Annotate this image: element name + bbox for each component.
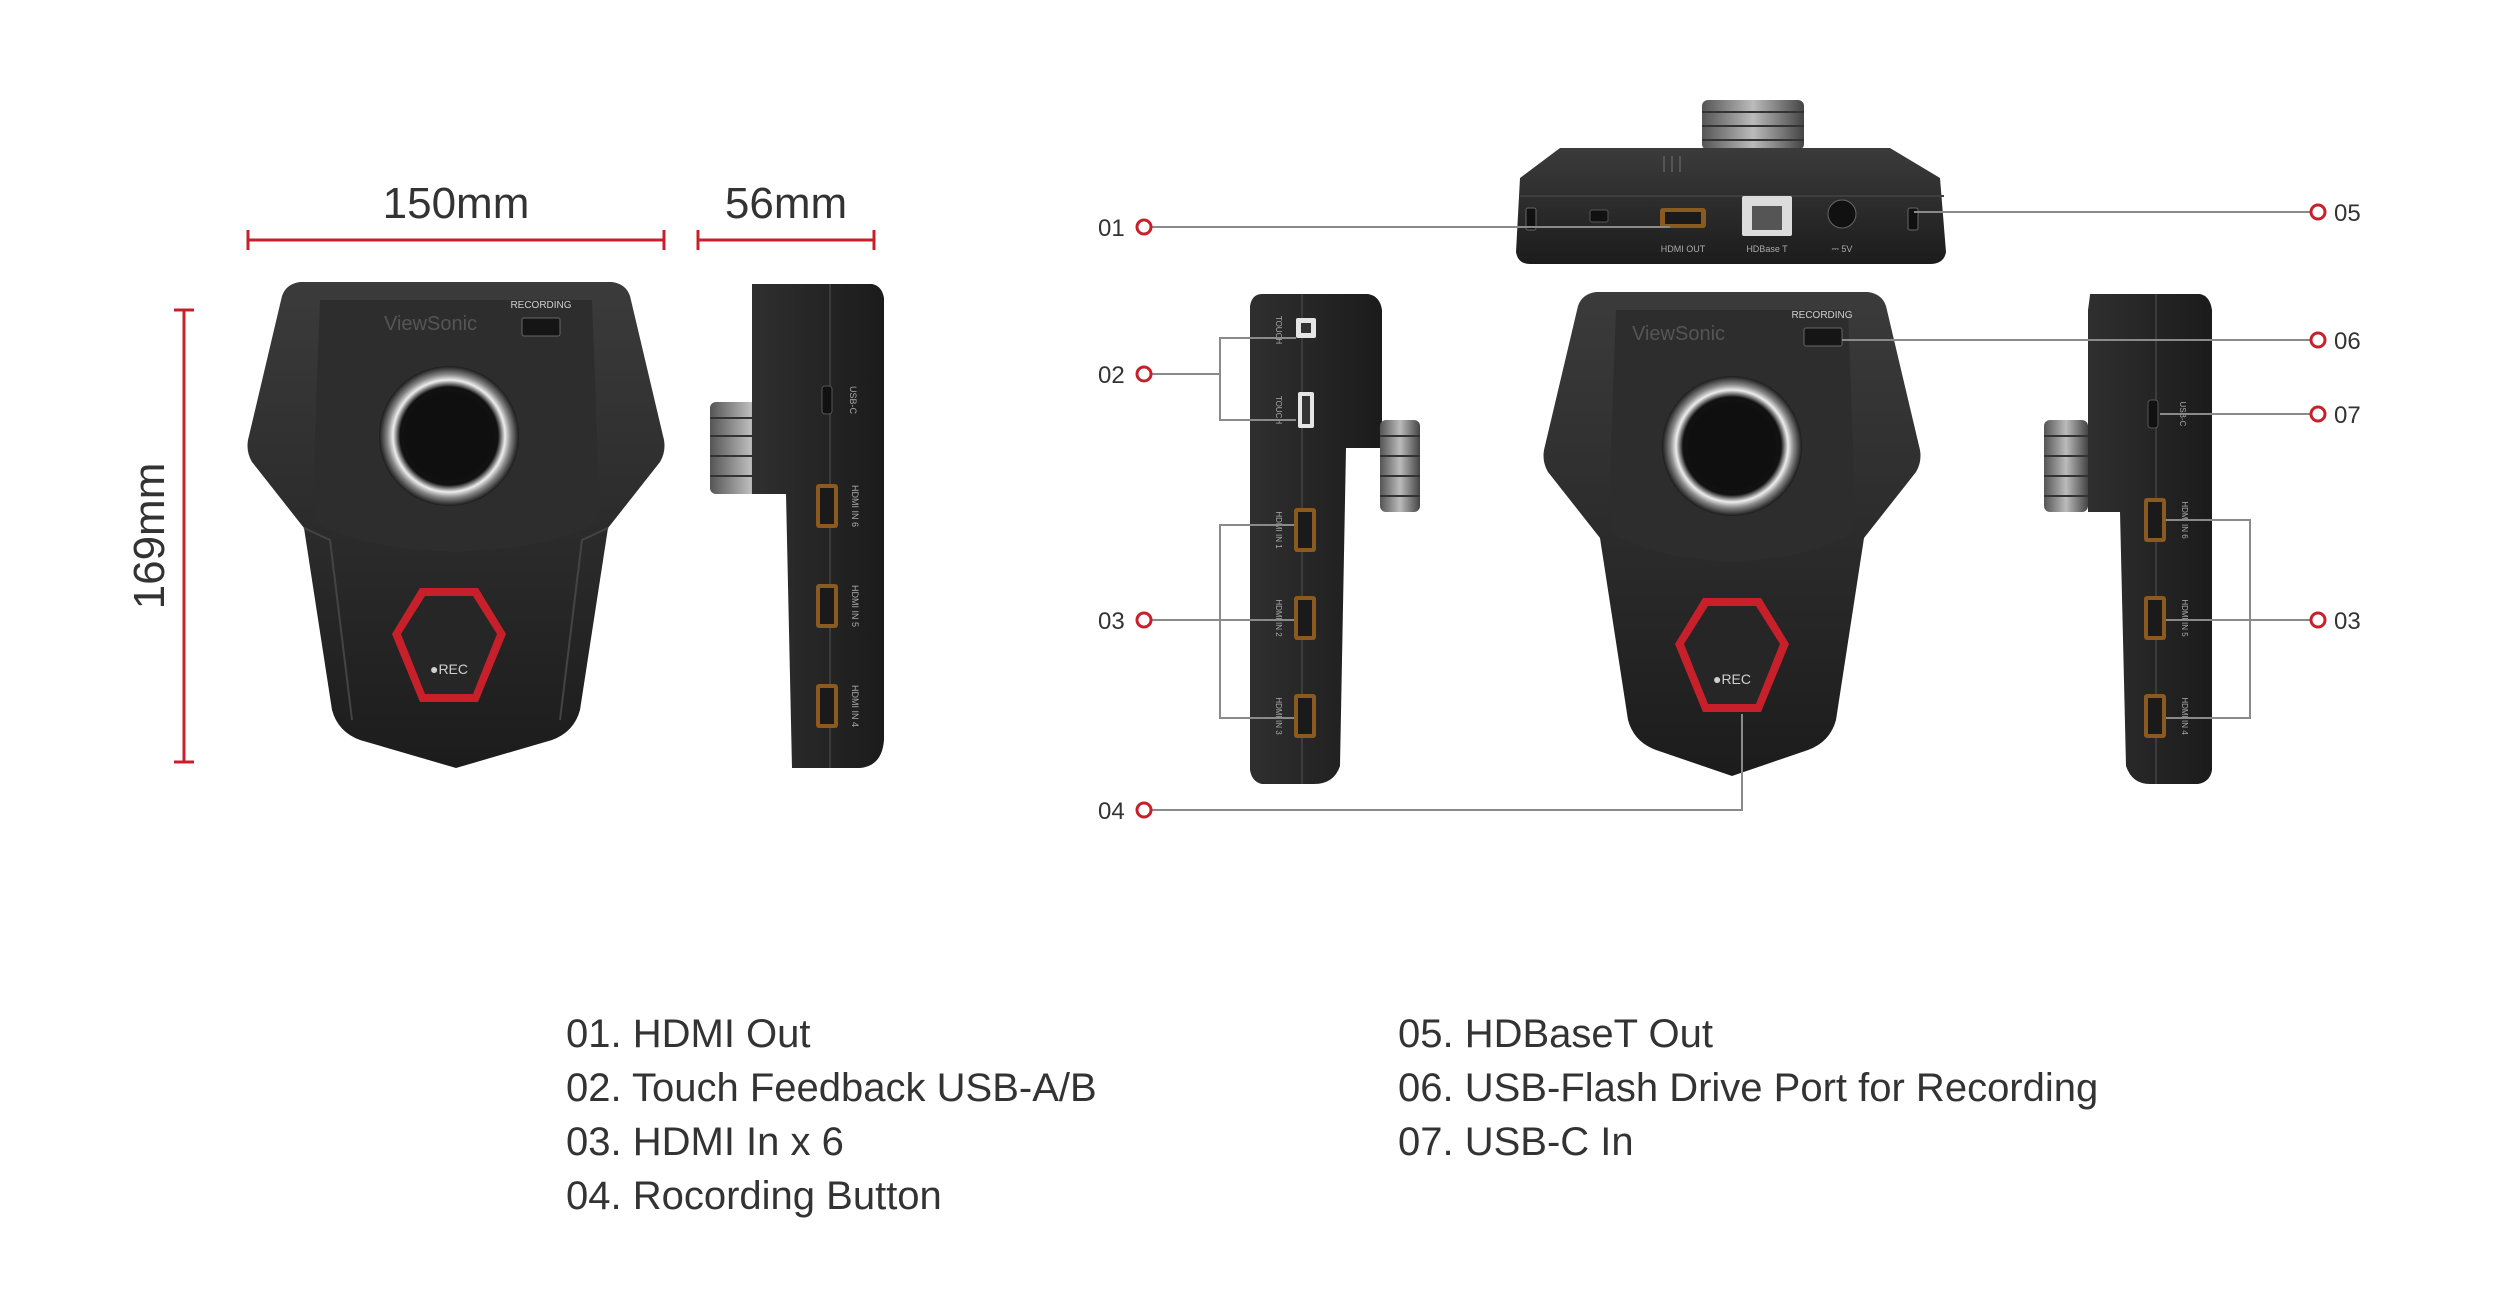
hdmi-in-5-label: HDMI IN 5 <box>850 585 860 627</box>
callout-03-right: 03 <box>2309 608 2361 635</box>
device-side-view-inputs-1-3: TOUCH TOUCH HDMI IN 1 HDMI IN 2 HDMI IN … <box>1250 294 1420 784</box>
hdmi-in-1-label: HDMI IN 1 <box>1274 511 1283 549</box>
device-front-view-right: ViewSonic RECORDING ●REC <box>1543 292 1921 776</box>
knob-side-far-icon <box>2044 420 2088 512</box>
callout-01: 01 <box>1098 215 1153 242</box>
dc-power-port-icon <box>1827 199 1857 229</box>
callout-06: 06 <box>2309 328 2361 355</box>
callout-07-label: 07 <box>2334 402 2361 429</box>
callout-01-label: 01 <box>1098 215 1125 242</box>
callout-07: 07 <box>2309 402 2361 429</box>
legend-item-07: 07. USB-C In <box>1398 1120 1634 1164</box>
legend-right: 05. HDBaseT Out 06. USB-Flash Drive Port… <box>1398 1007 2098 1169</box>
callout-06-label: 06 <box>2334 328 2361 355</box>
callout-02: 02 <box>1098 362 1153 389</box>
legend-item-02: 02. Touch Feedback USB-A/B <box>566 1066 1097 1110</box>
hdmi-in-3-label: HDMI IN 3 <box>1274 697 1283 735</box>
hdmi-in-2-label: HDMI IN 2 <box>1274 599 1283 637</box>
dc-in-label: ⎓ 5V <box>1832 244 1853 254</box>
callout-03-left: 03 <box>1098 608 1153 635</box>
width-label: 150mm <box>383 179 530 228</box>
usb-c-port-right-icon <box>2147 399 2159 429</box>
callout-03-label: 03 <box>1098 608 1125 635</box>
callout-03-right-label: 03 <box>2334 608 2361 635</box>
touch-b-label: TOUCH <box>1274 316 1283 345</box>
legend-left: 01. HDMI Out 02. Touch Feedback USB-A/B … <box>566 1007 1097 1223</box>
usb-recording-port-icon <box>521 317 561 337</box>
callout-04: 04 <box>1098 798 1153 825</box>
brand-logo-right: ViewSonic <box>1632 323 1725 345</box>
callout-04-label: 04 <box>1098 798 1125 825</box>
brand-logo: ViewSonic <box>384 313 477 335</box>
recording-label: RECORDING <box>510 300 571 311</box>
usb-c-port-icon <box>821 385 833 415</box>
usb-recording-port-right-icon <box>1803 327 1843 347</box>
height-label: 169mm <box>125 463 174 610</box>
device-side-view-left: USB-C HDMI IN 6 HDMI IN 5 HDMI IN 4 <box>710 284 884 768</box>
legend-item-01: 01. HDMI Out <box>566 1012 811 1056</box>
recording-label-right: RECORDING <box>1791 310 1852 321</box>
depth-dimension: 56mm <box>696 179 876 250</box>
height-dimension: 169mm <box>125 308 194 764</box>
callout-05-label: 05 <box>2334 200 2361 227</box>
depth-label: 56mm <box>725 179 847 228</box>
usb-c-label: USB-C <box>848 386 858 415</box>
device-front-view: ViewSonic RECORDING ●REC <box>247 282 665 768</box>
legend-item-03: 03. HDMI In x 6 <box>566 1120 844 1164</box>
hdbaset-label: HDBase T <box>1746 244 1788 254</box>
device-side-view-inputs-4-6: USB-C HDMI IN 6 HDMI IN 5 HDMI IN 4 <box>2044 294 2212 784</box>
hdmi-out-label: HDMI OUT <box>1661 244 1706 254</box>
touch-a-label: TOUCH <box>1274 396 1283 425</box>
rec-label: ●REC <box>430 661 468 677</box>
hdmi-in-4-label: HDMI IN 4 <box>850 685 860 727</box>
callout-lines <box>1150 211 2310 811</box>
rec-label-right: ●REC <box>1713 671 1751 687</box>
legend-item-06: 06. USB-Flash Drive Port for Recording <box>1398 1066 2099 1110</box>
hdmi-in-4-label-right: HDMI IN 4 <box>2180 697 2189 735</box>
hdmi-in-6-label: HDMI IN 6 <box>850 485 860 527</box>
callout-05: 05 <box>2309 200 2361 227</box>
width-dimension: 150mm <box>246 179 666 250</box>
legend-item-04: 04. Rocording Button <box>566 1174 942 1218</box>
knob-side-right-icon <box>1380 420 1420 512</box>
legend-item-05: 05. HDBaseT Out <box>1398 1012 1713 1056</box>
device-top-view: HDMI OUT HDBase T ⎓ 5V <box>1516 100 1946 264</box>
callout-02-label: 02 <box>1098 362 1125 389</box>
hdmi-in-5-label-right: HDMI IN 5 <box>2180 599 2189 637</box>
